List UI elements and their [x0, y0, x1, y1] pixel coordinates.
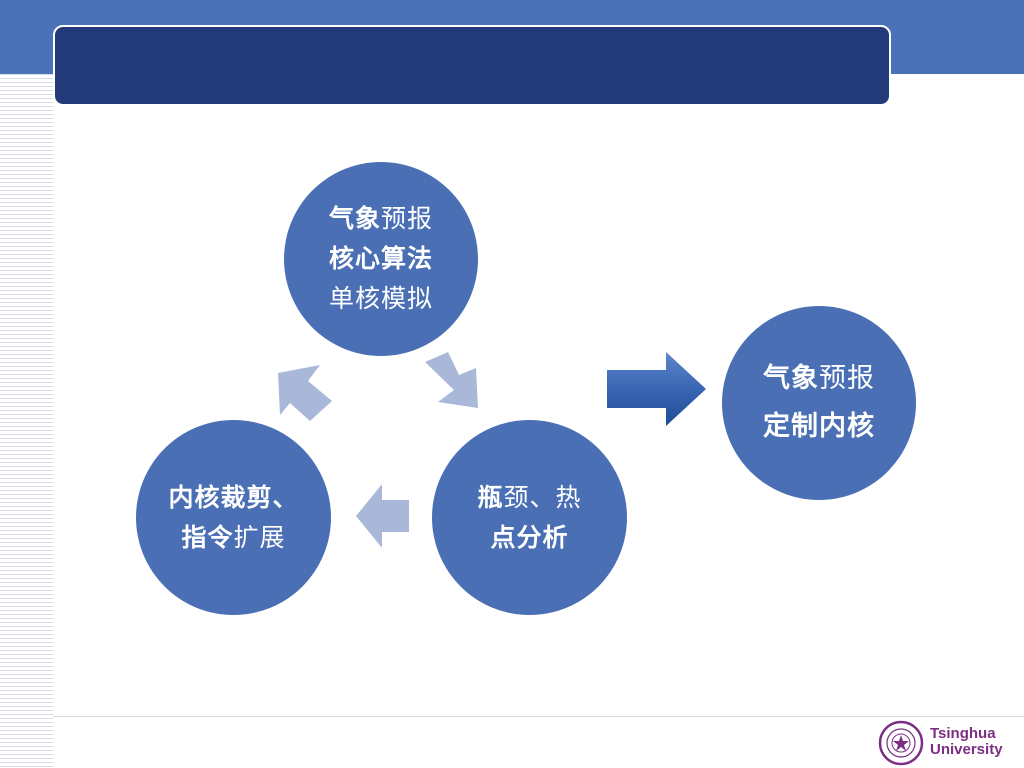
text-normal: 预报: [381, 204, 434, 233]
text-bold: 定制内核: [763, 411, 875, 442]
circle-line: 核心算法: [329, 239, 433, 279]
text-bold: 内核裁剪、: [168, 482, 299, 512]
university-logo-text: Tsinghua University: [930, 726, 1003, 758]
circle-custom-kernel: 气象预报 定制内核: [722, 306, 916, 500]
circle-line: 气象预报: [763, 355, 875, 403]
text-normal: 单核模拟: [328, 284, 433, 313]
circle-kernel-trimming: 内核裁剪、 指令扩展: [136, 420, 331, 615]
result-arrow-right-icon: [607, 352, 706, 426]
text-normal: 颈、热: [503, 482, 582, 512]
text-bold: 气象: [763, 363, 819, 394]
tsinghua-seal-icon: [878, 720, 924, 766]
text-normal: 预报: [819, 363, 875, 394]
text-normal: 扩展: [233, 522, 286, 552]
circle-line: 指令扩展: [181, 518, 285, 558]
circle-core-algorithm: 气象预报 核心算法 单核模拟: [284, 162, 478, 356]
logo-line-2: University: [930, 741, 1003, 758]
text-bold: 气象: [328, 204, 381, 233]
left-stripe-decoration: [0, 74, 53, 768]
text-bold: 指令: [181, 522, 234, 552]
circle-line: 气象预报: [329, 199, 433, 239]
circle-line: 瓶颈、热: [477, 478, 581, 518]
circle-line: 内核裁剪、: [168, 478, 298, 518]
footer-divider: [53, 716, 1024, 717]
circle-line: 点分析: [490, 518, 568, 558]
circle-hotspot-analysis: 瓶颈、热 点分析: [432, 420, 627, 615]
circle-line: 定制内核: [763, 403, 875, 451]
text-bold: 点分析: [490, 522, 569, 552]
circle-line: 单核模拟: [329, 279, 433, 319]
text-bold: 瓶: [477, 482, 504, 512]
title-bar: [53, 25, 891, 106]
logo-line-1: Tsinghua: [930, 725, 996, 742]
cycle-arrow-left-icon: [356, 484, 409, 548]
cycle-arrow-up-right-icon: [278, 365, 332, 421]
cycle-arrow-down-right-icon: [425, 352, 478, 408]
text-bold: 核心算法: [328, 244, 433, 273]
